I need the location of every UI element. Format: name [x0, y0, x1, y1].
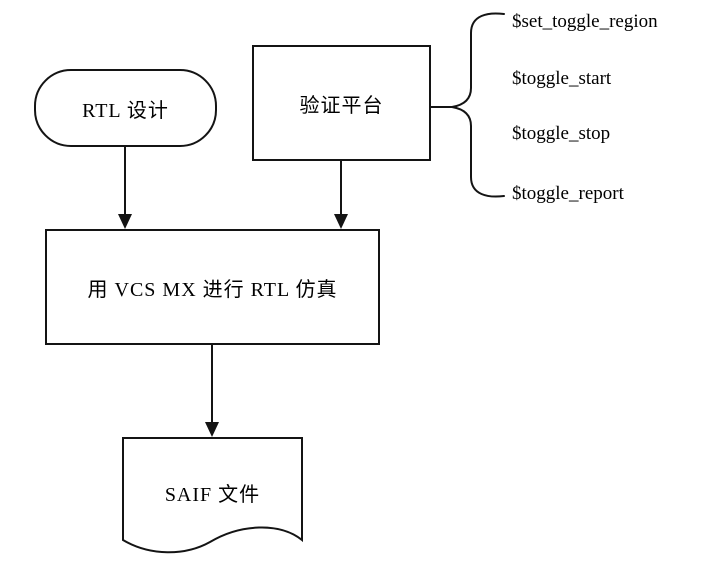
node-rtl-design: RTL 设计 [34, 69, 217, 147]
brace-item-toggle-report: $toggle_report [512, 183, 624, 204]
node-rtl-design-label: RTL 设计 [82, 99, 169, 122]
curly-brace-icon [451, 12, 505, 198]
arrow-simulation-to-saif [205, 345, 219, 437]
arrowhead-down-icon [118, 214, 132, 229]
arrow-rtl-to-simulation [118, 147, 132, 229]
arrow-platform-to-simulation [334, 161, 348, 229]
brace-item-toggle-stop: $toggle_stop [512, 123, 611, 144]
arrowhead-down-icon [334, 214, 348, 229]
document-shape [122, 437, 303, 554]
node-verification-platform-label: 验证平台 [299, 94, 384, 117]
arrowhead-down-icon [205, 422, 219, 437]
node-vcs-rtl-simulation-label: 用 VCS MX 进行 RTL 仿真 [87, 278, 338, 301]
node-vcs-rtl-simulation: 用 VCS MX 进行 RTL 仿真 [45, 229, 380, 345]
brace-item-set-toggle-region: $set_toggle_region [512, 11, 658, 32]
brace-item-toggle-start: $toggle_start [512, 68, 612, 89]
node-saif-file-label: SAIF 文件 [164, 483, 261, 506]
node-verification-platform: 验证平台 [252, 45, 431, 161]
